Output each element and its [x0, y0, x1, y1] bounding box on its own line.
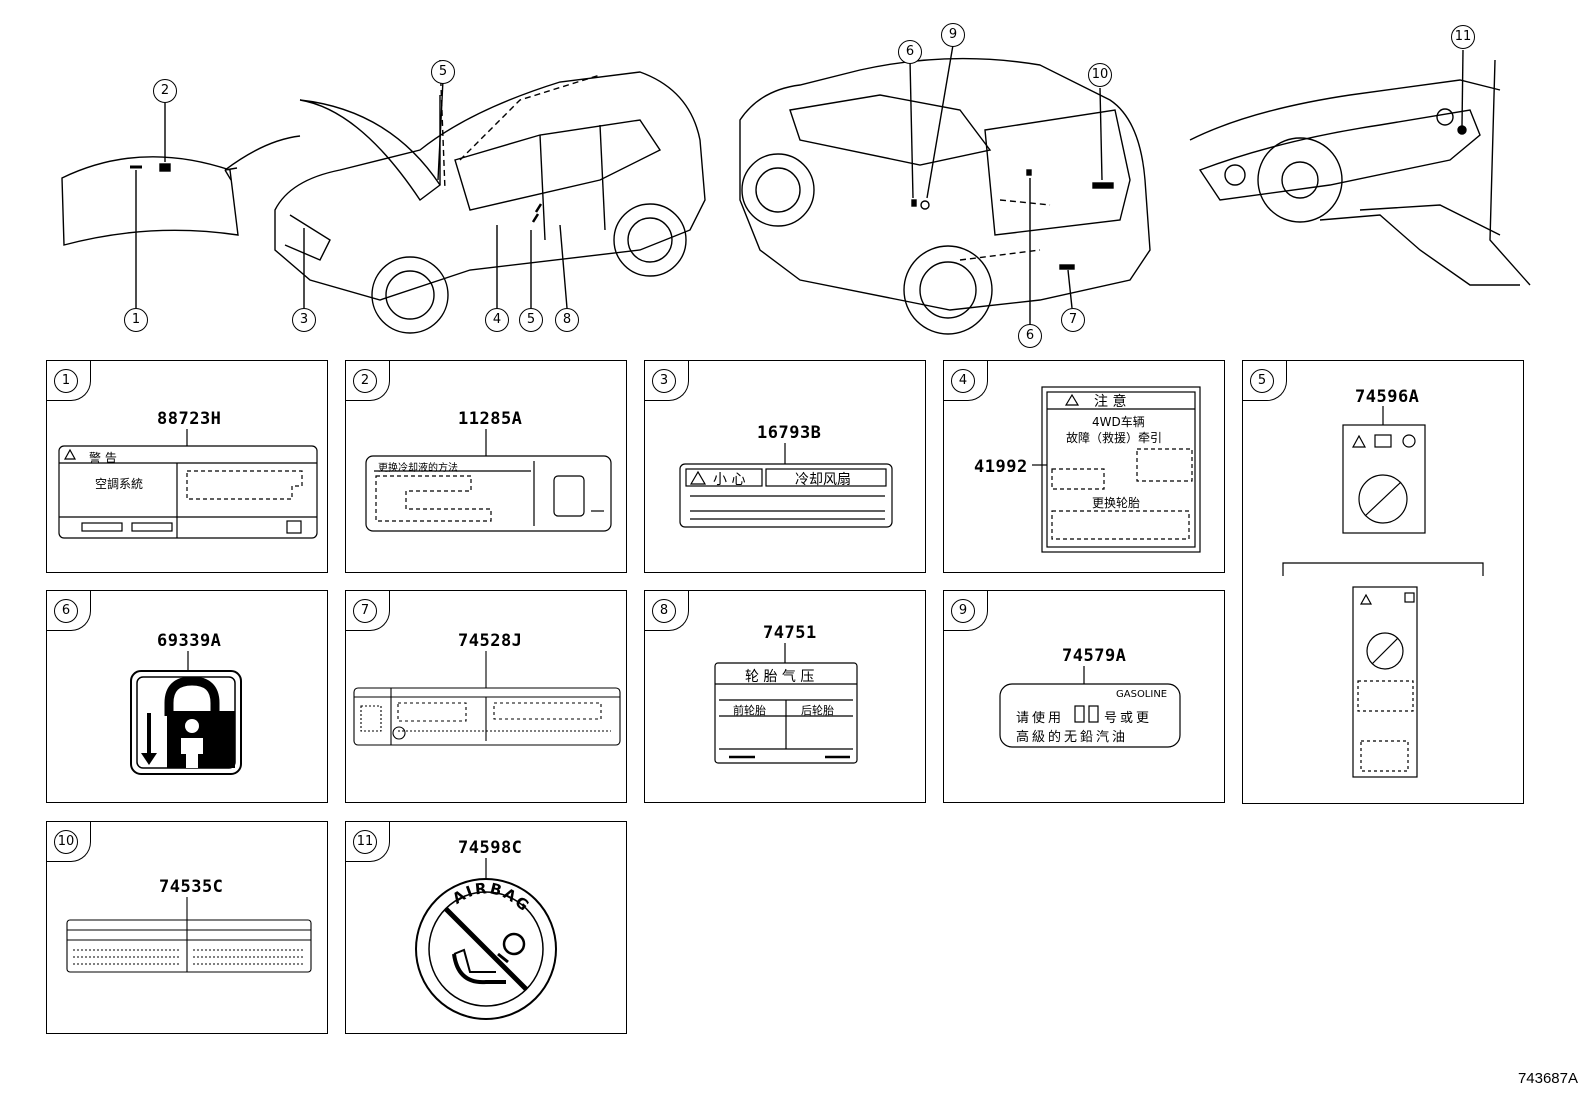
part-number: 41992	[974, 457, 1028, 477]
part-number: 11285A	[458, 409, 523, 429]
callout-1: 1	[124, 308, 148, 332]
part-number: 74751	[763, 623, 817, 643]
callout-5-top: 5	[431, 60, 455, 84]
front-vehicle-illustration	[274, 59, 706, 334]
warning-header: 警 告	[89, 451, 117, 465]
front-tire-label: 前轮胎	[733, 704, 766, 717]
panel-9: 9 74579A GASOLINE 请使用 号或更 高級的无鉛汽油	[943, 590, 1225, 803]
label-illustration	[679, 443, 893, 528]
panel-number: 4	[951, 369, 975, 393]
label-illustration	[714, 643, 858, 764]
callout-4: 4	[485, 308, 509, 332]
part-number: 69339A	[157, 631, 222, 651]
part-number: 74596A	[1355, 387, 1420, 407]
panel-number: 9	[951, 599, 975, 623]
callout-2: 2	[153, 79, 177, 103]
panel-number: 11	[353, 830, 377, 854]
fan-label: 冷却风扇	[795, 472, 851, 488]
part-number: 16793B	[757, 423, 822, 443]
panel-1: 1 88723H 警 告 空調系統	[46, 360, 328, 573]
airbag-text: AIRBAG	[449, 879, 532, 916]
airbag-warning-icon: AIRBAG	[415, 858, 557, 1020]
label-illustration	[66, 897, 312, 973]
caution-label: 小 心	[713, 472, 746, 488]
label-illustration	[353, 651, 621, 746]
panel-number: 6	[54, 599, 78, 623]
callout-3: 3	[292, 308, 316, 332]
tire-pressure-label: 轮 胎 气 压	[745, 669, 815, 685]
label-illustration	[365, 429, 612, 532]
tow-label: 故障（救援）牵引	[1066, 431, 1163, 445]
part-number: 74598C	[458, 838, 523, 858]
panel-2: 2 11285A 更换冷却液的方法	[345, 360, 627, 573]
callout-6-top: 6	[898, 40, 922, 64]
callout-8: 8	[555, 308, 579, 332]
panel-7: 7 74528J	[345, 590, 627, 803]
panel-6: 6 69339A	[46, 590, 328, 803]
rear-vehicle-illustration	[739, 44, 1151, 335]
callout-10: 10	[1088, 63, 1112, 87]
panel-4: 4 41992 注 意 4WD车辆 故障（救援）牵引 更换轮胎	[943, 360, 1225, 573]
callout-11: 11	[1451, 25, 1475, 49]
part-number: 74579A	[1062, 646, 1127, 666]
part-number: 74535C	[159, 877, 224, 897]
4wd-label: 4WD车辆	[1092, 415, 1145, 429]
gasoline-label: GASOLINE	[1116, 689, 1168, 700]
fuel-instruction-2: 号或更	[1104, 711, 1153, 726]
panel-number: 7	[353, 599, 377, 623]
panel-5: 5 74596A	[1242, 360, 1524, 804]
callout-7: 7	[1061, 308, 1085, 332]
aircon-label: 空調系統	[95, 477, 144, 491]
fuel-instruction-3: 高級的无鉛汽油	[1016, 730, 1129, 745]
callout-9: 9	[941, 23, 965, 47]
tire-change-label: 更换轮胎	[1092, 496, 1141, 510]
panel-11: 11 74598C AIRBAG	[345, 821, 627, 1034]
svg-text:AIRBAG: AIRBAG	[449, 879, 534, 916]
vehicle-illustrations	[61, 44, 1531, 335]
callout-6-bottom: 6	[1018, 324, 1042, 348]
panel-number: 10	[54, 830, 78, 854]
fuel-instruction-1: 请使用	[1016, 711, 1065, 726]
label-illustration	[58, 429, 318, 539]
part-number: 88723H	[157, 409, 222, 429]
panel-3: 3 16793B 小 心 冷却风扇	[644, 360, 926, 573]
panel-8: 8 74751 轮 胎 气 压 前轮胎 后轮胎	[644, 590, 926, 803]
callout-5-bottom: 5	[519, 308, 543, 332]
panel-number: 2	[353, 369, 377, 393]
child-lock-icon	[130, 651, 242, 775]
hood-illustration	[61, 103, 301, 308]
panel-10: 10 74535C	[46, 821, 328, 1034]
panel-number: 8	[652, 599, 676, 623]
part-number: 74528J	[458, 631, 523, 651]
panel-number: 3	[652, 369, 676, 393]
panel-number: 5	[1250, 369, 1274, 393]
label-illustration	[999, 666, 1181, 748]
panel-number: 1	[54, 369, 78, 393]
label-illustration	[1032, 386, 1201, 553]
label-illustration	[1282, 406, 1484, 778]
rear-tire-label: 后轮胎	[801, 704, 834, 717]
interior-illustration	[1189, 49, 1531, 286]
coolant-label: 更换冷却液的方法	[378, 463, 458, 474]
figure-number: 743687A	[1517, 1070, 1578, 1087]
notice-header: 注 意	[1094, 394, 1127, 410]
